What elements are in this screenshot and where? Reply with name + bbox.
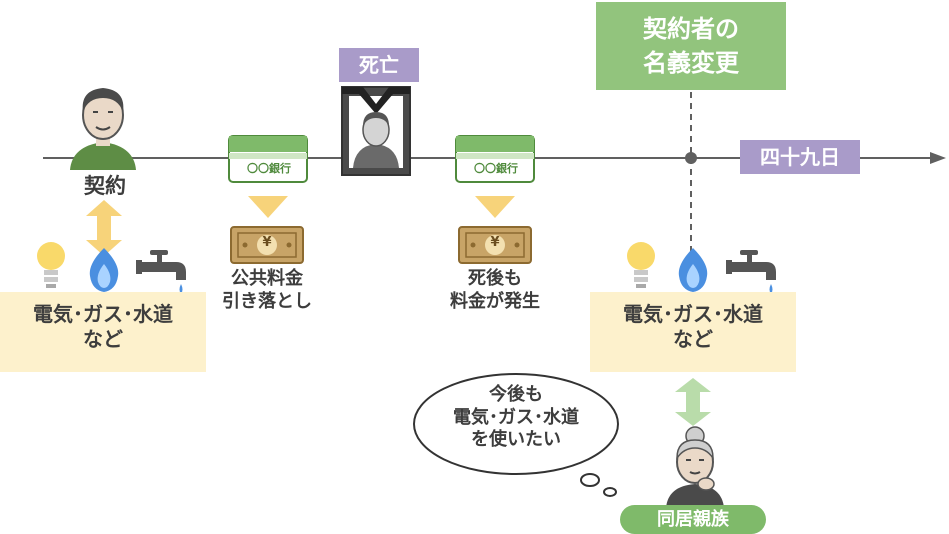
water-faucet-icon bbox=[136, 250, 186, 294]
lightbulb-icon bbox=[37, 242, 65, 288]
utilities-box-left bbox=[0, 292, 206, 372]
bank-card-label: 〇〇銀行 bbox=[474, 162, 518, 175]
deduction-label: 公共料金 引き落とし bbox=[222, 268, 312, 312]
name-change-box: 契約者の 名義変更 bbox=[596, 2, 786, 90]
double-arrow-yellow-icon bbox=[86, 200, 122, 256]
down-arrow-icon bbox=[475, 196, 515, 218]
money-bill-icon bbox=[230, 226, 304, 264]
gas-flame-icon bbox=[89, 248, 119, 292]
man-icon bbox=[70, 88, 136, 170]
utilities-label-left: 電気･ガス･水道 など bbox=[33, 302, 173, 351]
elderly-woman-icon bbox=[666, 426, 724, 508]
lightbulb-icon bbox=[627, 242, 655, 288]
speech-bubble bbox=[413, 373, 619, 497]
after-death-label: 死後も 料金が発生 bbox=[450, 268, 540, 312]
contract-label: 契約 bbox=[84, 174, 126, 198]
utilities-box-right bbox=[590, 292, 796, 372]
gas-flame-icon bbox=[678, 248, 708, 292]
money-symbol: ¥ bbox=[490, 235, 500, 250]
bank-card-icon bbox=[455, 135, 535, 183]
day49-tag: 四十九日 bbox=[740, 140, 860, 174]
money-bill-icon bbox=[458, 226, 532, 264]
bank-card-label: 〇〇銀行 bbox=[247, 162, 291, 175]
death-tag: 死亡 bbox=[339, 48, 419, 82]
down-arrow-icon bbox=[248, 196, 288, 218]
utilities-label-right: 電気･ガス･水道 など bbox=[623, 302, 763, 351]
double-arrow-green-icon bbox=[675, 378, 711, 426]
memorial-portrait-icon bbox=[341, 86, 411, 176]
relative-label: 同居親族 bbox=[620, 505, 766, 534]
water-faucet-icon bbox=[726, 250, 776, 294]
money-symbol: ¥ bbox=[262, 235, 272, 250]
speech-text: 今後も 電気･ガス･水道 を使いたい bbox=[453, 384, 579, 450]
bank-card-icon bbox=[228, 135, 308, 183]
